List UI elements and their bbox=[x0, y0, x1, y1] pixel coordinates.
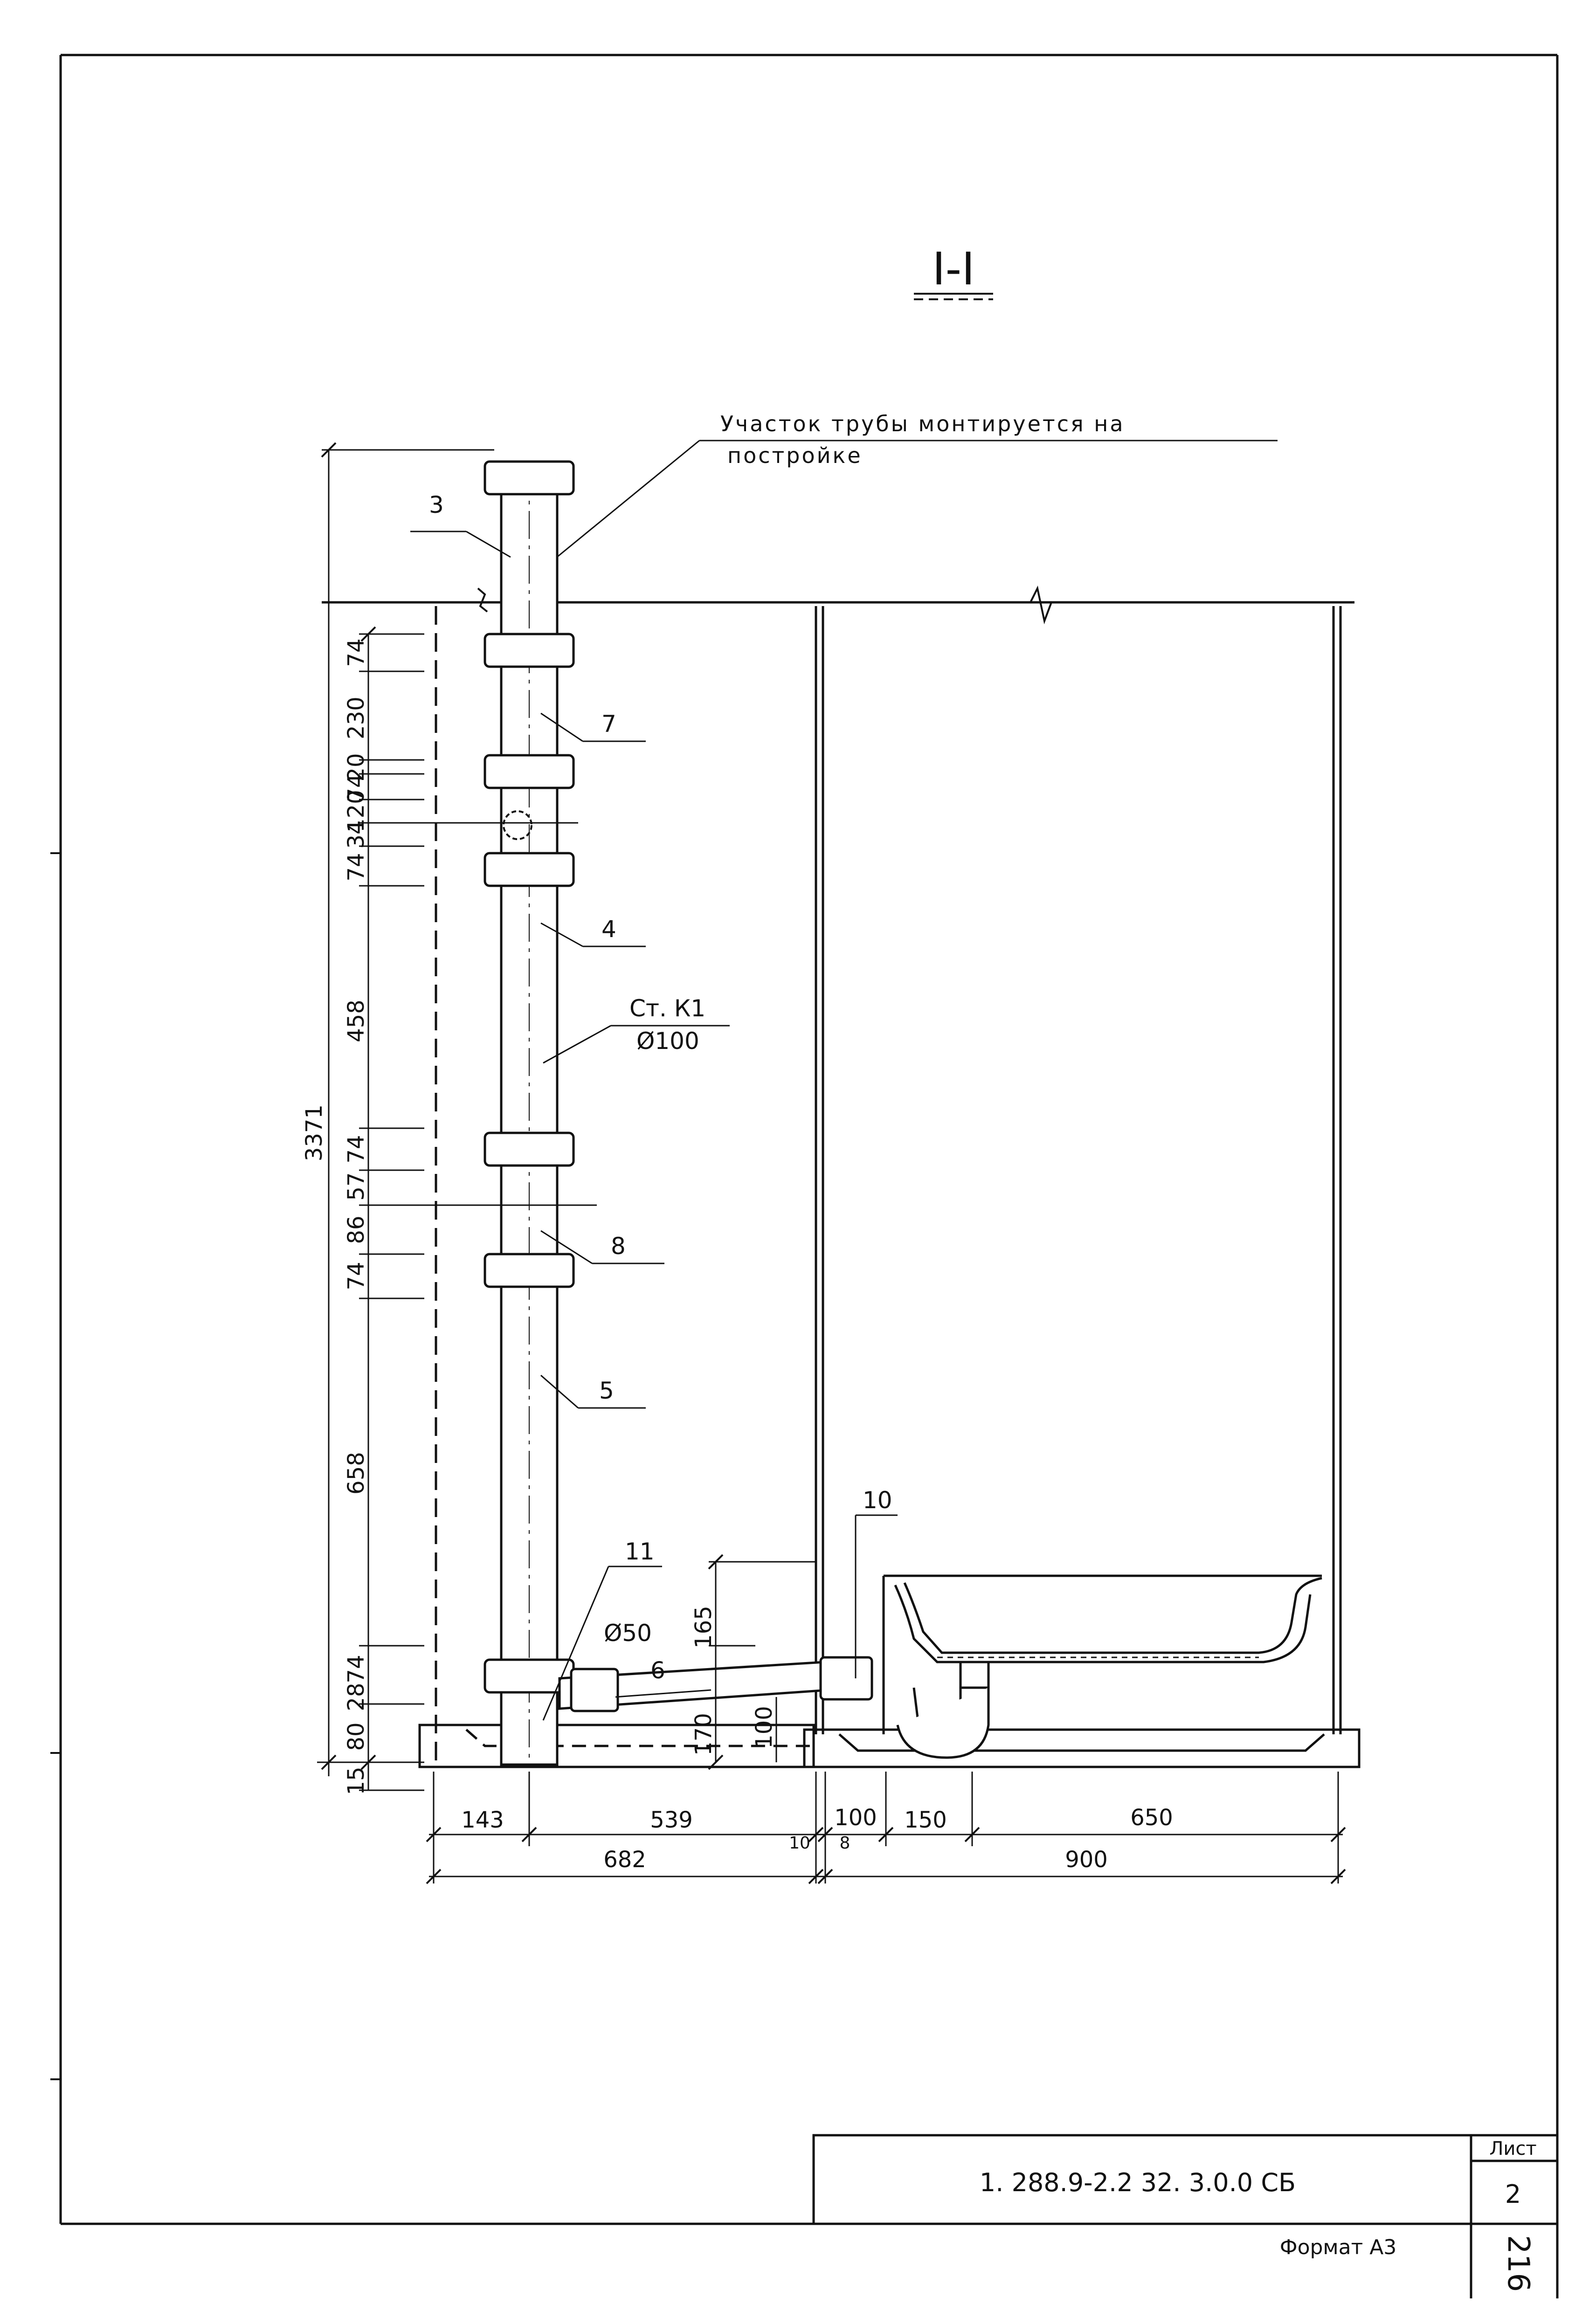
dim-74-top: 74 bbox=[343, 638, 369, 667]
dim-74-fourth: 74 bbox=[343, 1135, 369, 1163]
dim-900: 900 bbox=[1065, 1847, 1108, 1873]
dim-539: 539 bbox=[650, 1807, 693, 1833]
dim-74-sixth: 74 bbox=[343, 1655, 369, 1683]
dim-74-third: 74 bbox=[343, 853, 369, 881]
washbasin bbox=[882, 1574, 1322, 1734]
section-title-underline bbox=[914, 293, 993, 300]
section-title: I-I bbox=[932, 243, 974, 295]
inspection-opening bbox=[503, 810, 532, 840]
callout-4: 4 bbox=[601, 916, 616, 943]
dim-74-fifth: 74 bbox=[343, 1262, 369, 1290]
dim-100-vertical: 100 bbox=[751, 1706, 777, 1749]
callout-8: 8 bbox=[611, 1233, 626, 1260]
drawing-code: 1. 288.9-2.2 32. 3.0.0 СБ bbox=[980, 2168, 1296, 2197]
page-number: 216 bbox=[1501, 2235, 1535, 2292]
dim-80: 80 bbox=[343, 1722, 369, 1751]
dim-170: 170 bbox=[691, 1713, 717, 1756]
callout-7: 7 bbox=[601, 711, 616, 738]
title-block bbox=[812, 2134, 1559, 2298]
format-label: Формат А3 bbox=[1280, 2235, 1397, 2259]
pipe-break-symbol bbox=[477, 587, 488, 613]
install-note-line2: постройке bbox=[727, 443, 863, 468]
callout-10: 10 bbox=[863, 1487, 892, 1514]
dim-120: 120 bbox=[343, 790, 369, 833]
partition-walls bbox=[322, 601, 1354, 1767]
horizontal-dimension-lines bbox=[429, 1772, 1343, 1883]
drawing-frame bbox=[59, 54, 1559, 2298]
dim-86: 86 bbox=[343, 1215, 369, 1244]
dim-20: 20 bbox=[343, 753, 369, 781]
dim-3371: 3371 bbox=[301, 1104, 327, 1161]
trap bbox=[896, 1661, 990, 1759]
dim-458: 458 bbox=[343, 1000, 369, 1042]
dim-15: 15 bbox=[343, 1766, 369, 1795]
vertical-dimension-lines bbox=[317, 449, 816, 1791]
branch-pipe bbox=[558, 1656, 873, 1712]
dim-100-horizontal: 100 bbox=[834, 1805, 877, 1831]
break-symbol bbox=[1016, 586, 1065, 625]
dim-150: 150 bbox=[904, 1807, 947, 1833]
dim-650: 650 bbox=[1130, 1805, 1173, 1831]
floor-slabs bbox=[418, 1724, 1361, 1768]
frame-ticks bbox=[50, 852, 61, 2080]
dim-10: 10 bbox=[789, 1834, 810, 1853]
dim-28: 28 bbox=[343, 1683, 369, 1711]
horizontal-dimension-ticks bbox=[426, 1827, 1346, 1884]
callout-6: 6 bbox=[650, 1657, 665, 1684]
dim-682: 682 bbox=[603, 1847, 646, 1873]
callout-5: 5 bbox=[599, 1377, 614, 1404]
riser-diameter: Ø100 bbox=[636, 1028, 699, 1055]
dim-230: 230 bbox=[343, 697, 369, 739]
dim-143: 143 bbox=[461, 1807, 504, 1833]
callout-leaders bbox=[410, 531, 898, 1721]
dim-74-second: 74 bbox=[343, 773, 369, 802]
install-note-line1: Участок трубы монтируется на bbox=[720, 411, 1125, 436]
callout-3: 3 bbox=[429, 491, 444, 518]
sheet-number: 2 bbox=[1505, 2180, 1521, 2209]
dim-165: 165 bbox=[691, 1606, 717, 1649]
sheet-label: Лист bbox=[1489, 2138, 1536, 2159]
vertical-dimension-ticks bbox=[321, 442, 724, 1770]
branch-diameter: Ø50 bbox=[604, 1620, 652, 1647]
riser-label: Ст. К1 bbox=[629, 995, 705, 1022]
dim-658: 658 bbox=[343, 1452, 369, 1495]
dim-8: 8 bbox=[840, 1834, 850, 1853]
dim-34: 34 bbox=[343, 820, 369, 849]
callout-11: 11 bbox=[625, 1538, 655, 1565]
dim-57: 57 bbox=[343, 1172, 369, 1200]
pipe-couplings bbox=[484, 460, 575, 1694]
install-note-leader bbox=[545, 440, 1278, 567]
